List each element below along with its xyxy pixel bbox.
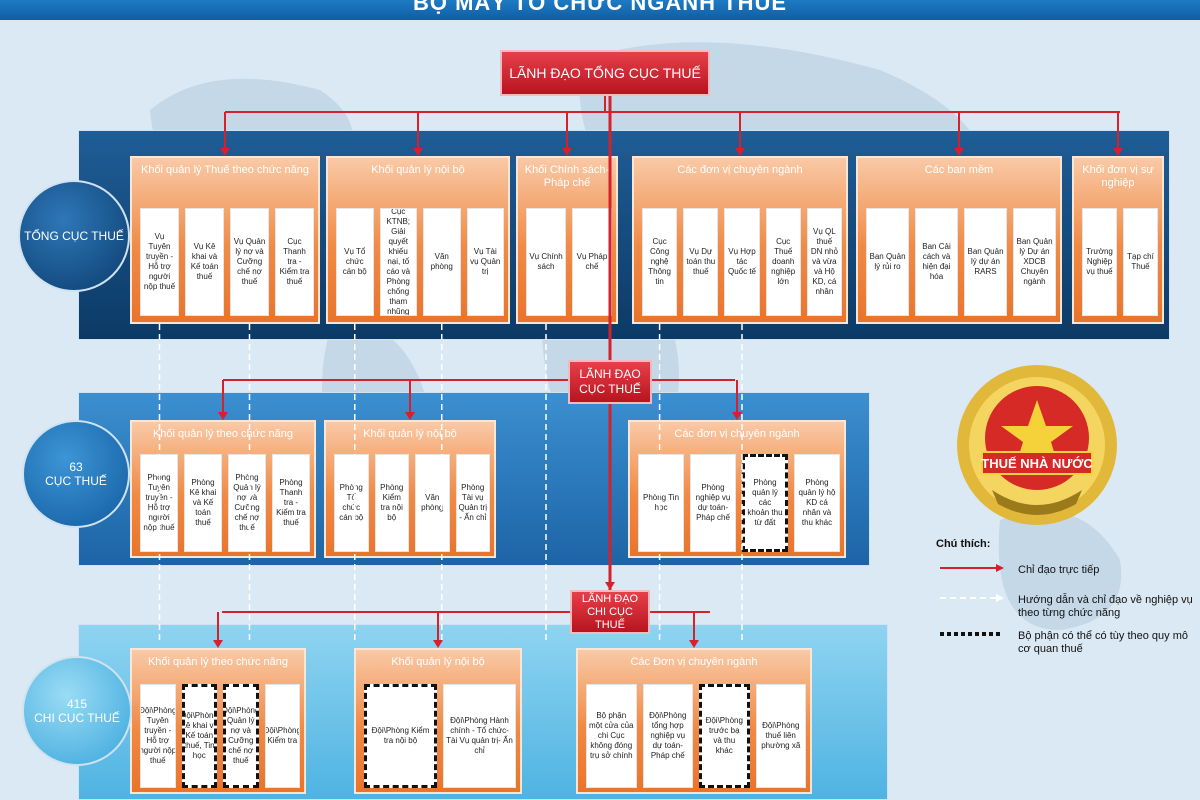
leader-general-department: LÃNH ĐẠO TỔNG CỤC THUẾ [500, 50, 710, 96]
org-unit: Phòng Tin học [638, 454, 684, 552]
org-unit: Ban Quản lý rủi ro [866, 208, 909, 316]
tier-label-district: 415 CHI CỤC THUẾ [22, 656, 132, 766]
leader-provincial: LÃNH ĐẠO CỤC THUẾ [568, 360, 652, 404]
org-unit: Cục Công nghệ Thông tin [642, 208, 678, 316]
tier-label-general: TỔNG CỤC THUẾ [18, 180, 130, 292]
org-unit: Trường Nghiệp vụ thuế [1082, 208, 1117, 316]
tier3-block: Các Đơn vị chuyên ngành Bộ phận một cửa c… [576, 648, 812, 794]
block-title: Khối quản lý theo chức năng [152, 428, 294, 440]
org-unit: Đội\Phòng trước bạ và thu khác [699, 684, 750, 788]
tier-label: CỤC THUẾ [45, 474, 107, 488]
legend-item-direct: Chỉ đạo trực tiếp [1018, 564, 1100, 576]
legend-swatches [940, 564, 1004, 636]
org-unit: Vụ QL thuế DN nhỏ và vừa và Hộ KD, cá nh… [806, 208, 842, 316]
tier-count: 63 [69, 460, 83, 474]
org-unit: Đội\Phòng tổng hợp nghiệp vụ dự toán-Phá… [642, 684, 693, 788]
org-unit: Đội\Phòng Kiểm tra nội bộ [364, 684, 437, 788]
org-unit: Phòng quản lý hộ KD cá nhân và thu khác [794, 454, 840, 552]
tax-emblem: THUẾ NHÀ NƯỚC [957, 365, 1117, 525]
block-title: Các đơn vị chuyên ngành [677, 164, 803, 176]
org-unit: Phòng Tổ chức cán bộ [334, 454, 369, 552]
tier3-block: Khối quản lý nội bộ Đội\Phòng Kiểm tra nộ… [354, 648, 522, 794]
org-unit: Ban Quản lý dự án RARS [964, 208, 1007, 316]
block-title: Khối quản lý theo chức năng [147, 656, 289, 668]
block-title: Khối quản lý nội bộ [371, 164, 465, 176]
org-unit: Vụ Tổ chức cán bộ [336, 208, 374, 316]
org-unit: Phòng Tài vụ Quản trị - Ấn chỉ [455, 454, 490, 552]
org-unit: Vụ Pháp chế [572, 208, 612, 316]
legend-item-optional: Bộ phận có thể có tùy theo quy mô cơ qua… [1018, 630, 1189, 655]
tier-count: 415 [66, 697, 88, 711]
org-unit: Đội\Phòng Tuyên truyền - Hỗ trợ người nộ… [140, 684, 176, 788]
leader-district: LÃNH ĐẠO CHI CỤC THUẾ [570, 590, 650, 634]
org-unit: Đội\Phòng thuế liên phường xã [755, 684, 806, 788]
legend-title: Chú thích: [936, 538, 991, 550]
tier-label: TỔNG CỤC THUẾ [24, 229, 124, 243]
org-unit: Bộ phận một cửa của chi Cục không đóng t… [586, 684, 637, 788]
block-title: Các đơn vị chuyên ngành [674, 428, 800, 440]
org-unit: Phòng Kê khai và Kế toán thuế [184, 454, 222, 552]
org-unit: Vụ Chính sách [526, 208, 566, 316]
emblem-text: THUẾ NHÀ NƯỚC [981, 456, 1093, 471]
org-unit: Văn phòng [423, 208, 461, 316]
org-unit: Cục Thuế doanh nghiệp lớn [765, 208, 801, 316]
block-title: Khối Chính sách- Pháp chế [524, 164, 610, 189]
block-title: Khối quản lý Thuế theo chức năng [140, 164, 309, 176]
org-unit: Ban Quản lý Dự án XDCB Chuyên ngành [1013, 208, 1056, 316]
org-unit: Đội\Phòng Kê khai và Kế toán thuế, Tin h… [181, 684, 217, 788]
tier-label: CHI CỤC THUẾ [34, 711, 120, 725]
org-unit: Vụ Hợp tác Quốc tế [724, 208, 760, 316]
org-unit: Phòng nghiệp vụ dự toán- Pháp chế [690, 454, 736, 552]
star-icon [1001, 400, 1073, 468]
org-unit: Phòng Kiểm tra nội bộ [374, 454, 409, 552]
block-title: Các Đơn vị chuyên ngành [630, 656, 758, 668]
page-title: BỘ MÁY TỔ CHỨC NGÀNH THUẾ [0, 0, 1200, 20]
org-unit: Vụ Kê khai và Kế toán thuế [185, 208, 224, 316]
legend-item-guide: Hướng dẫn và chỉ đạo về nghiệp vụ theo t… [1018, 594, 1193, 619]
org-unit: Cục KTNB; Giải quyết khiếu nại, tố cáo v… [379, 208, 417, 316]
org-unit: Văn phòng [415, 454, 450, 552]
org-unit: Vụ Quản lý nợ và Cưỡng chế nợ thuế [230, 208, 269, 316]
org-unit: Đội\Phòng Kiểm tra [264, 684, 300, 788]
org-unit: Phòng Tuyên truyền - Hỗ trợ người nộp th… [140, 454, 178, 552]
org-unit: Vụ Dự toán thu thuế [683, 208, 719, 316]
tier-label-province: 63 CỤC THUẾ [22, 420, 130, 528]
org-unit: Ban Cải cách và hiện đại hóa [915, 208, 958, 316]
org-unit: Phòng Thanh tra - Kiểm tra thuế [272, 454, 310, 552]
org-unit: Đội\Phòng Hành chính - Tổ chức- Tài Vụ q… [443, 684, 516, 788]
org-unit: Phòng Quản lý nợ và Cưỡng chế nợ thuế [228, 454, 266, 552]
org-unit: Đội\Phòng Quản lý nợ và Cưỡng chế nợ thu… [223, 684, 259, 788]
org-unit: Vụ Tuyên truyền - Hỗ trợ người nộp thuế [140, 208, 179, 316]
org-unit: Vụ Tài vụ Quản trị [466, 208, 504, 316]
org-unit: Phòng quản lý các khoản thu từ đất [742, 454, 788, 552]
tier1-block: Khối quản lý Thuế theo chức năng Vụ Tuyên… [130, 156, 320, 324]
block-title: Khối quản lý nội bộ [363, 428, 457, 440]
block-title: Các ban mềm [924, 164, 994, 176]
org-unit: Cục Thanh tra - Kiểm tra thuế [275, 208, 314, 316]
org-unit: Tạp chí Thuế [1123, 208, 1158, 316]
legend: Chú thích: Chỉ đạo trực tiếp Hướng dẫn v… [936, 538, 1196, 688]
block-title: Khối đơn vị sự nghiệp [1082, 164, 1154, 189]
block-title: Khối quản lý nội bộ [391, 656, 485, 668]
